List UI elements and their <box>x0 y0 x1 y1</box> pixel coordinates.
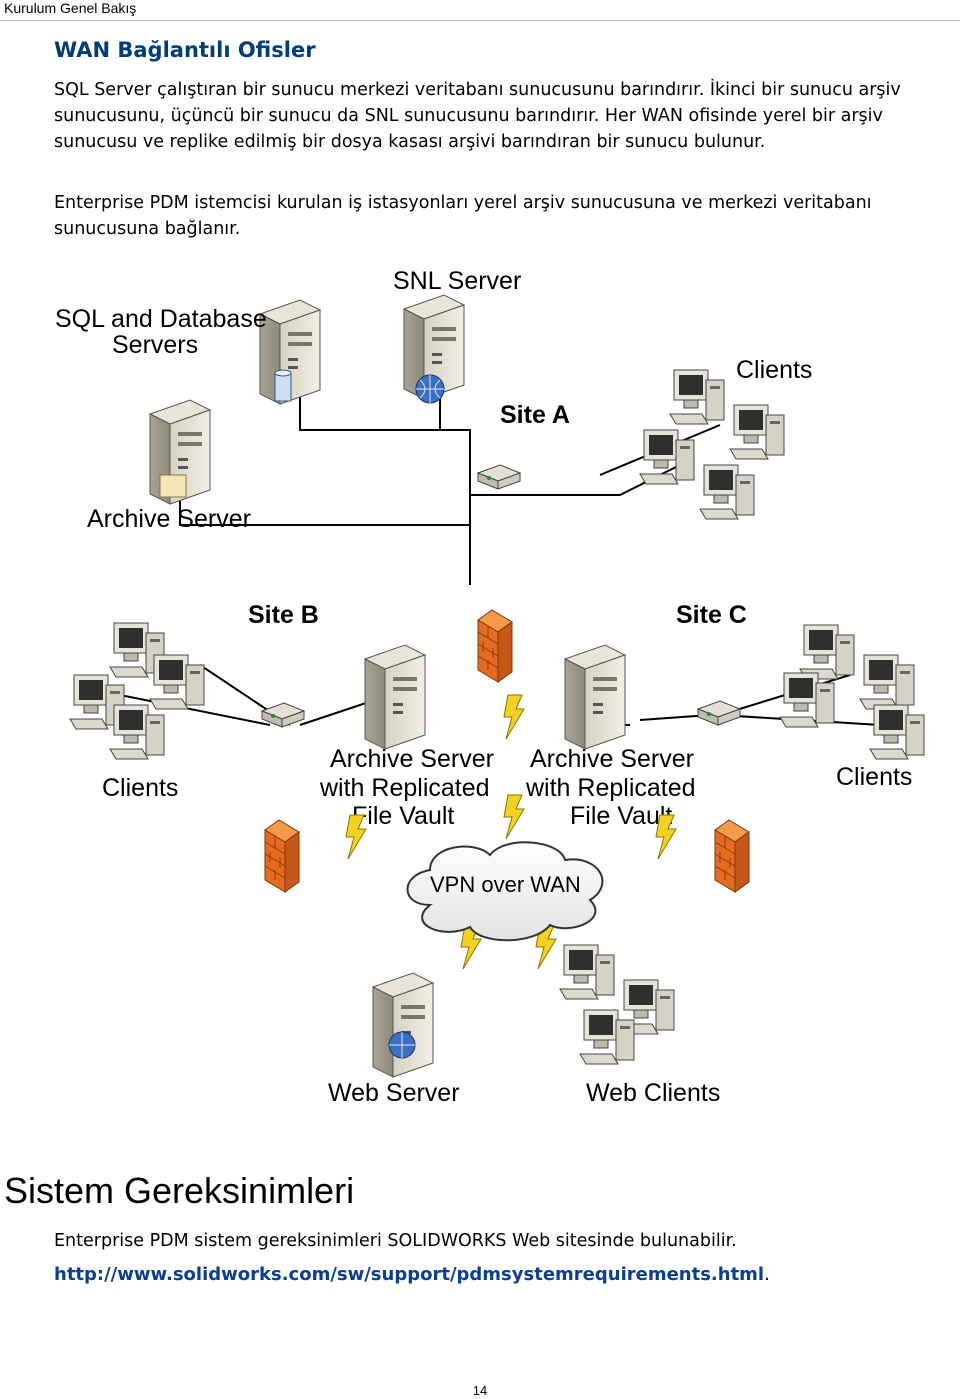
label-snl-server: SNL Server <box>393 267 521 295</box>
label-archive-c-1: Archive Server <box>530 745 694 773</box>
requirements-link-line: http://www.solidworks.com/sw/support/pdm… <box>54 1264 770 1285</box>
label-site-c: Site C <box>676 601 747 629</box>
label-sql-servers-2: Servers <box>112 331 198 359</box>
label-clients-c: Clients <box>836 763 912 791</box>
label-site-a: Site A <box>500 401 570 429</box>
router-icon-b <box>261 702 305 728</box>
archive-server-c-icon <box>564 644 626 750</box>
firewall-icon-b <box>477 609 513 683</box>
client-icon-c2 <box>859 654 915 710</box>
wan-link-icon-top <box>503 694 525 740</box>
client-icon-c1 <box>799 624 855 680</box>
label-archive-server: Archive Server <box>87 505 251 533</box>
label-archive-c-2: with Replicated <box>525 774 696 802</box>
label-archive-b-3: File Vault <box>352 802 454 830</box>
vpn-cloud-icon <box>406 841 604 942</box>
label-archive-c-3: File Vault <box>570 802 672 830</box>
client-icon-a2 <box>729 404 785 460</box>
web-client-icon-1 <box>559 944 615 1000</box>
web-server-icon <box>372 972 434 1078</box>
paragraph-servers: SQL Server çalıştıran bir sunucu merkezi… <box>54 80 901 152</box>
web-globe-icon <box>388 1031 416 1059</box>
label-web-clients: Web Clients <box>586 1079 720 1107</box>
client-icon-a3 <box>639 429 695 485</box>
folder-icon <box>159 474 187 498</box>
client-icon-a1 <box>669 369 725 425</box>
network-diagram: SQL and Database Servers SNL Server Clie… <box>55 267 925 1107</box>
label-web-server: Web Server <box>328 1079 460 1107</box>
router-icon-a <box>477 464 521 490</box>
firewall-icon-c <box>714 819 750 893</box>
wan-link-icon-mid <box>503 794 525 840</box>
web-client-icon-3 <box>579 1009 635 1065</box>
requirements-link[interactable]: http://www.solidworks.com/sw/support/pdm… <box>54 1264 765 1285</box>
section-title: WAN Bağlantılı Ofisler <box>54 38 316 62</box>
page-number: 14 <box>472 1383 488 1398</box>
running-header: Kurulum Genel Bakış <box>4 0 137 16</box>
requirements-heading: Sistem Gereksinimleri <box>4 1170 355 1211</box>
label-archive-b-1: Archive Server <box>330 745 494 773</box>
label-site-b: Site B <box>248 601 319 629</box>
client-icon-c3 <box>779 672 835 728</box>
client-icon-c4 <box>869 704 925 760</box>
wan-link-icon-right <box>655 814 677 860</box>
archive-server-b-icon <box>364 644 426 750</box>
label-clients-b: Clients <box>102 774 178 802</box>
globe-icon <box>415 374 445 404</box>
label-clients-a: Clients <box>736 356 812 384</box>
label-sql-servers-1: SQL and Database <box>55 305 267 333</box>
header-divider <box>0 20 960 21</box>
router-icon-c <box>697 700 741 726</box>
client-icon-b4 <box>109 704 165 760</box>
database-icon <box>274 369 292 402</box>
link-suffix: . <box>764 1264 770 1285</box>
client-icon-a4 <box>699 464 755 520</box>
label-archive-b-2: with Replicated <box>319 774 490 802</box>
paragraph-clients: Enterprise PDM istemcisi kurulan iş ista… <box>54 193 872 239</box>
client-icon-b2 <box>149 654 205 710</box>
firewall-icon-web <box>264 819 300 893</box>
label-vpn: VPN over WAN <box>430 872 581 897</box>
requirements-text: Enterprise PDM sistem gereksinimleri SOL… <box>54 1231 737 1251</box>
